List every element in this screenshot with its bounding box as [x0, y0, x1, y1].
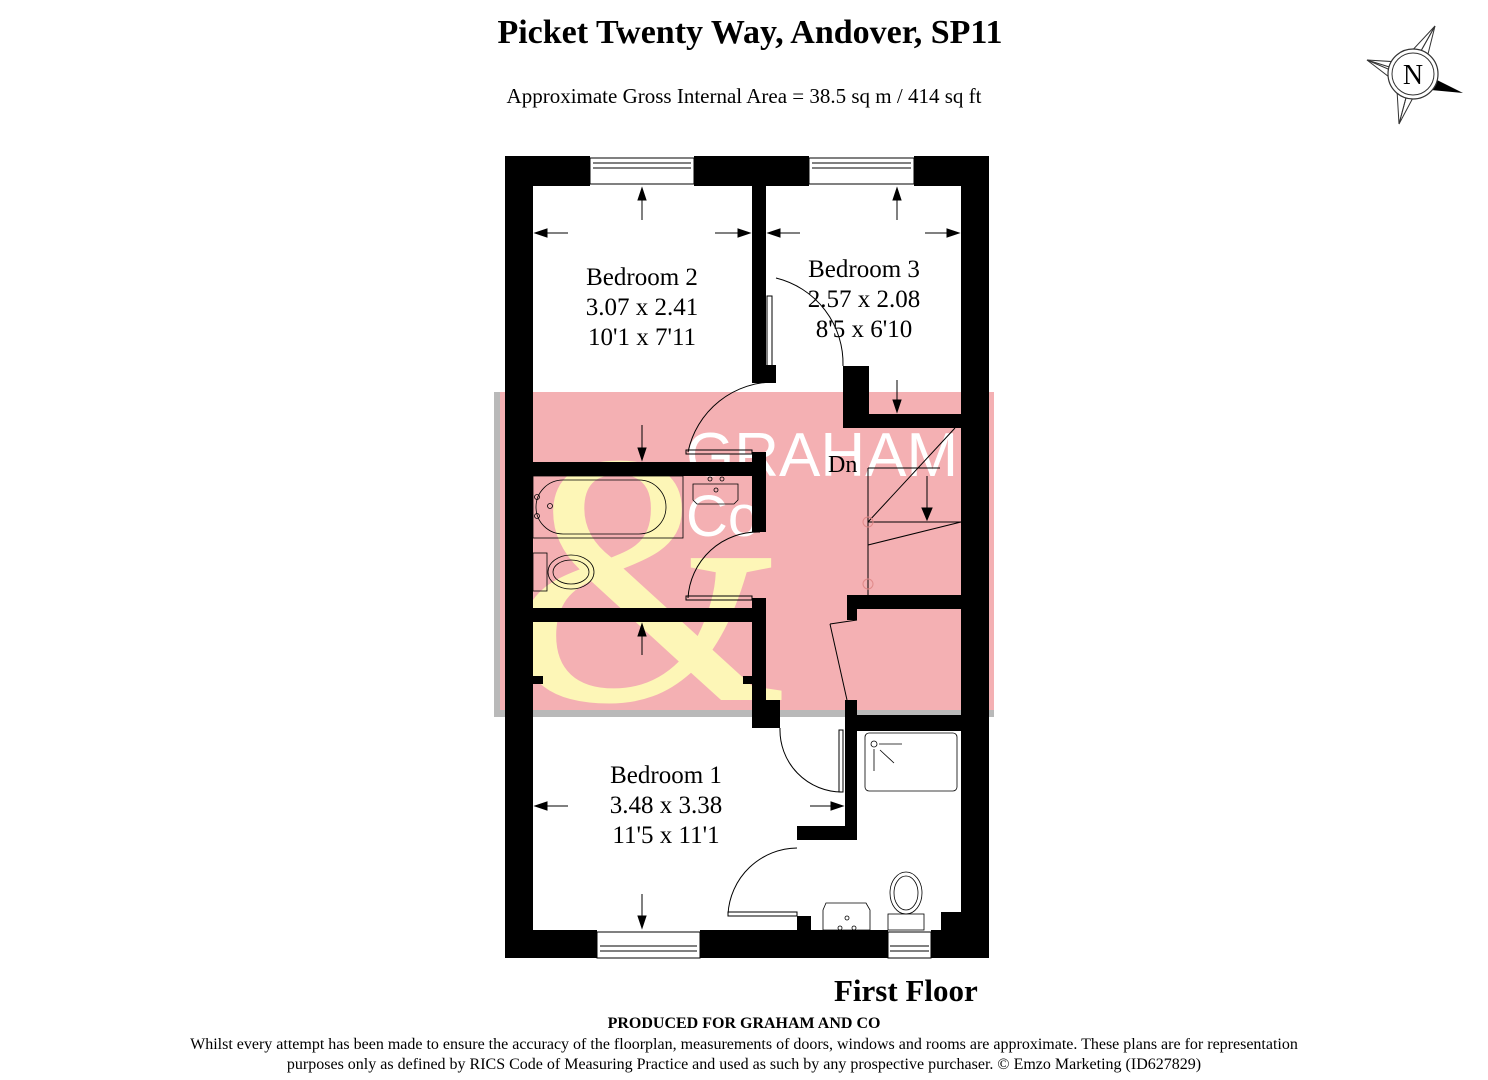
north-compass-icon: N — [1366, 25, 1463, 125]
stairs-down-label: Dn — [828, 452, 858, 478]
room-bedroom-1: Bedroom 1 3.48 x 3.38 11'5 x 11'1 — [566, 761, 766, 851]
disclaimer-line-1: Whilst every attempt has been made to en… — [190, 1036, 1298, 1053]
svg-text:Co: Co — [686, 484, 760, 549]
room-name: Bedroom 2 — [586, 264, 698, 291]
page-title: Picket Twenty Way, Andover, SP11 — [497, 14, 1003, 51]
room-metric: 2.57 x 2.08 — [807, 286, 921, 313]
room-name: Bedroom 3 — [808, 256, 920, 283]
svg-text:GRAHAM: GRAHAM — [686, 421, 958, 490]
room-metric: 3.07 x 2.41 — [585, 294, 699, 321]
room-imperial: 10'1 x 7'11 — [587, 324, 697, 351]
disclaimer-line-2: purposes only as defined by RICS Code of… — [286, 1056, 1202, 1073]
floor-label: First Floor — [834, 973, 978, 1008]
room-imperial: 11'5 x 11'1 — [612, 822, 720, 849]
room-bedroom-3: Bedroom 3 2.57 x 2.08 8'5 x 6'10 — [764, 255, 964, 345]
svg-text:N: N — [1403, 60, 1423, 91]
room-bedroom-2: Bedroom 2 3.07 x 2.41 10'1 x 7'11 — [542, 263, 742, 353]
watermark: & GRAHAM Co — [494, 379, 994, 778]
room-metric: 3.48 x 3.38 — [609, 792, 723, 819]
room-imperial: 8'5 x 6'10 — [815, 316, 913, 343]
room-name: Bedroom 1 — [610, 762, 722, 789]
produced-for: PRODUCED FOR GRAHAM AND CO — [607, 1015, 881, 1032]
disclaimer: Whilst every attempt has been made to en… — [100, 1035, 1388, 1075]
svg-text:&: & — [508, 379, 788, 778]
gross-internal-area: Approximate Gross Internal Area = 38.5 s… — [506, 84, 982, 108]
